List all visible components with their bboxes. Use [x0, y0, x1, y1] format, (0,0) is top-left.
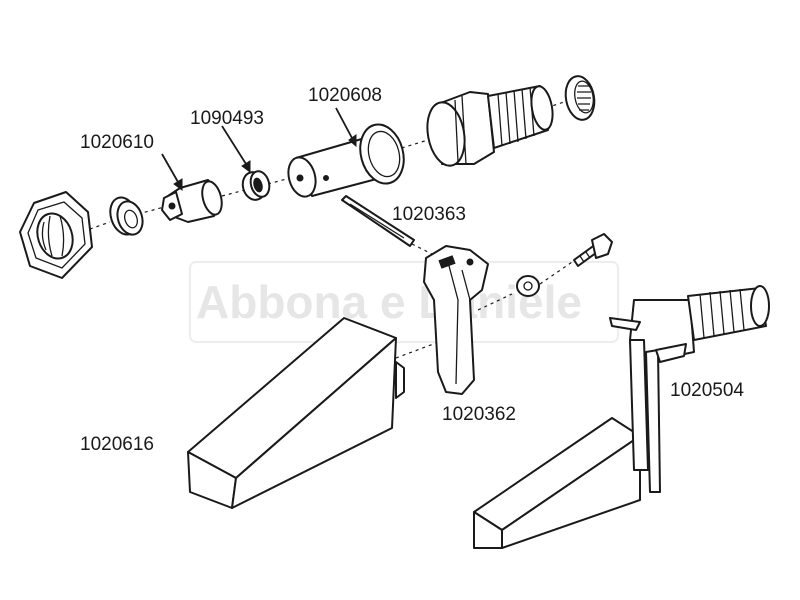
hex-nut: [19, 191, 93, 279]
strainer-disc: [564, 75, 596, 121]
pivot-pin: [341, 195, 415, 247]
watermark: Abbona e Daniele: [189, 261, 619, 343]
lever-arm: [423, 245, 489, 395]
complete-valve-assembly: [473, 285, 770, 549]
washer-nut: [516, 275, 540, 297]
label-1020362: 1020362: [442, 404, 516, 425]
label-1090493: 1090493: [190, 108, 264, 129]
valve-body-sleeve: [287, 123, 405, 198]
part-labels: 1020608 1090493 1020610 1020363 1020362 …: [80, 85, 744, 455]
leader-lines: [161, 107, 357, 191]
washer-small: [109, 196, 144, 236]
label-1020608: 1020608: [308, 85, 382, 106]
label-1020610: 1020610: [80, 132, 154, 153]
handle-grip: [187, 317, 405, 509]
piston-cartridge: [161, 179, 223, 223]
label-1020616: 1020616: [80, 434, 154, 455]
seal-ring: [241, 170, 271, 201]
label-1020504: 1020504: [670, 380, 744, 401]
threaded-fitting: [426, 85, 554, 167]
bolt: [573, 233, 613, 267]
label-1020363: 1020363: [392, 204, 466, 225]
